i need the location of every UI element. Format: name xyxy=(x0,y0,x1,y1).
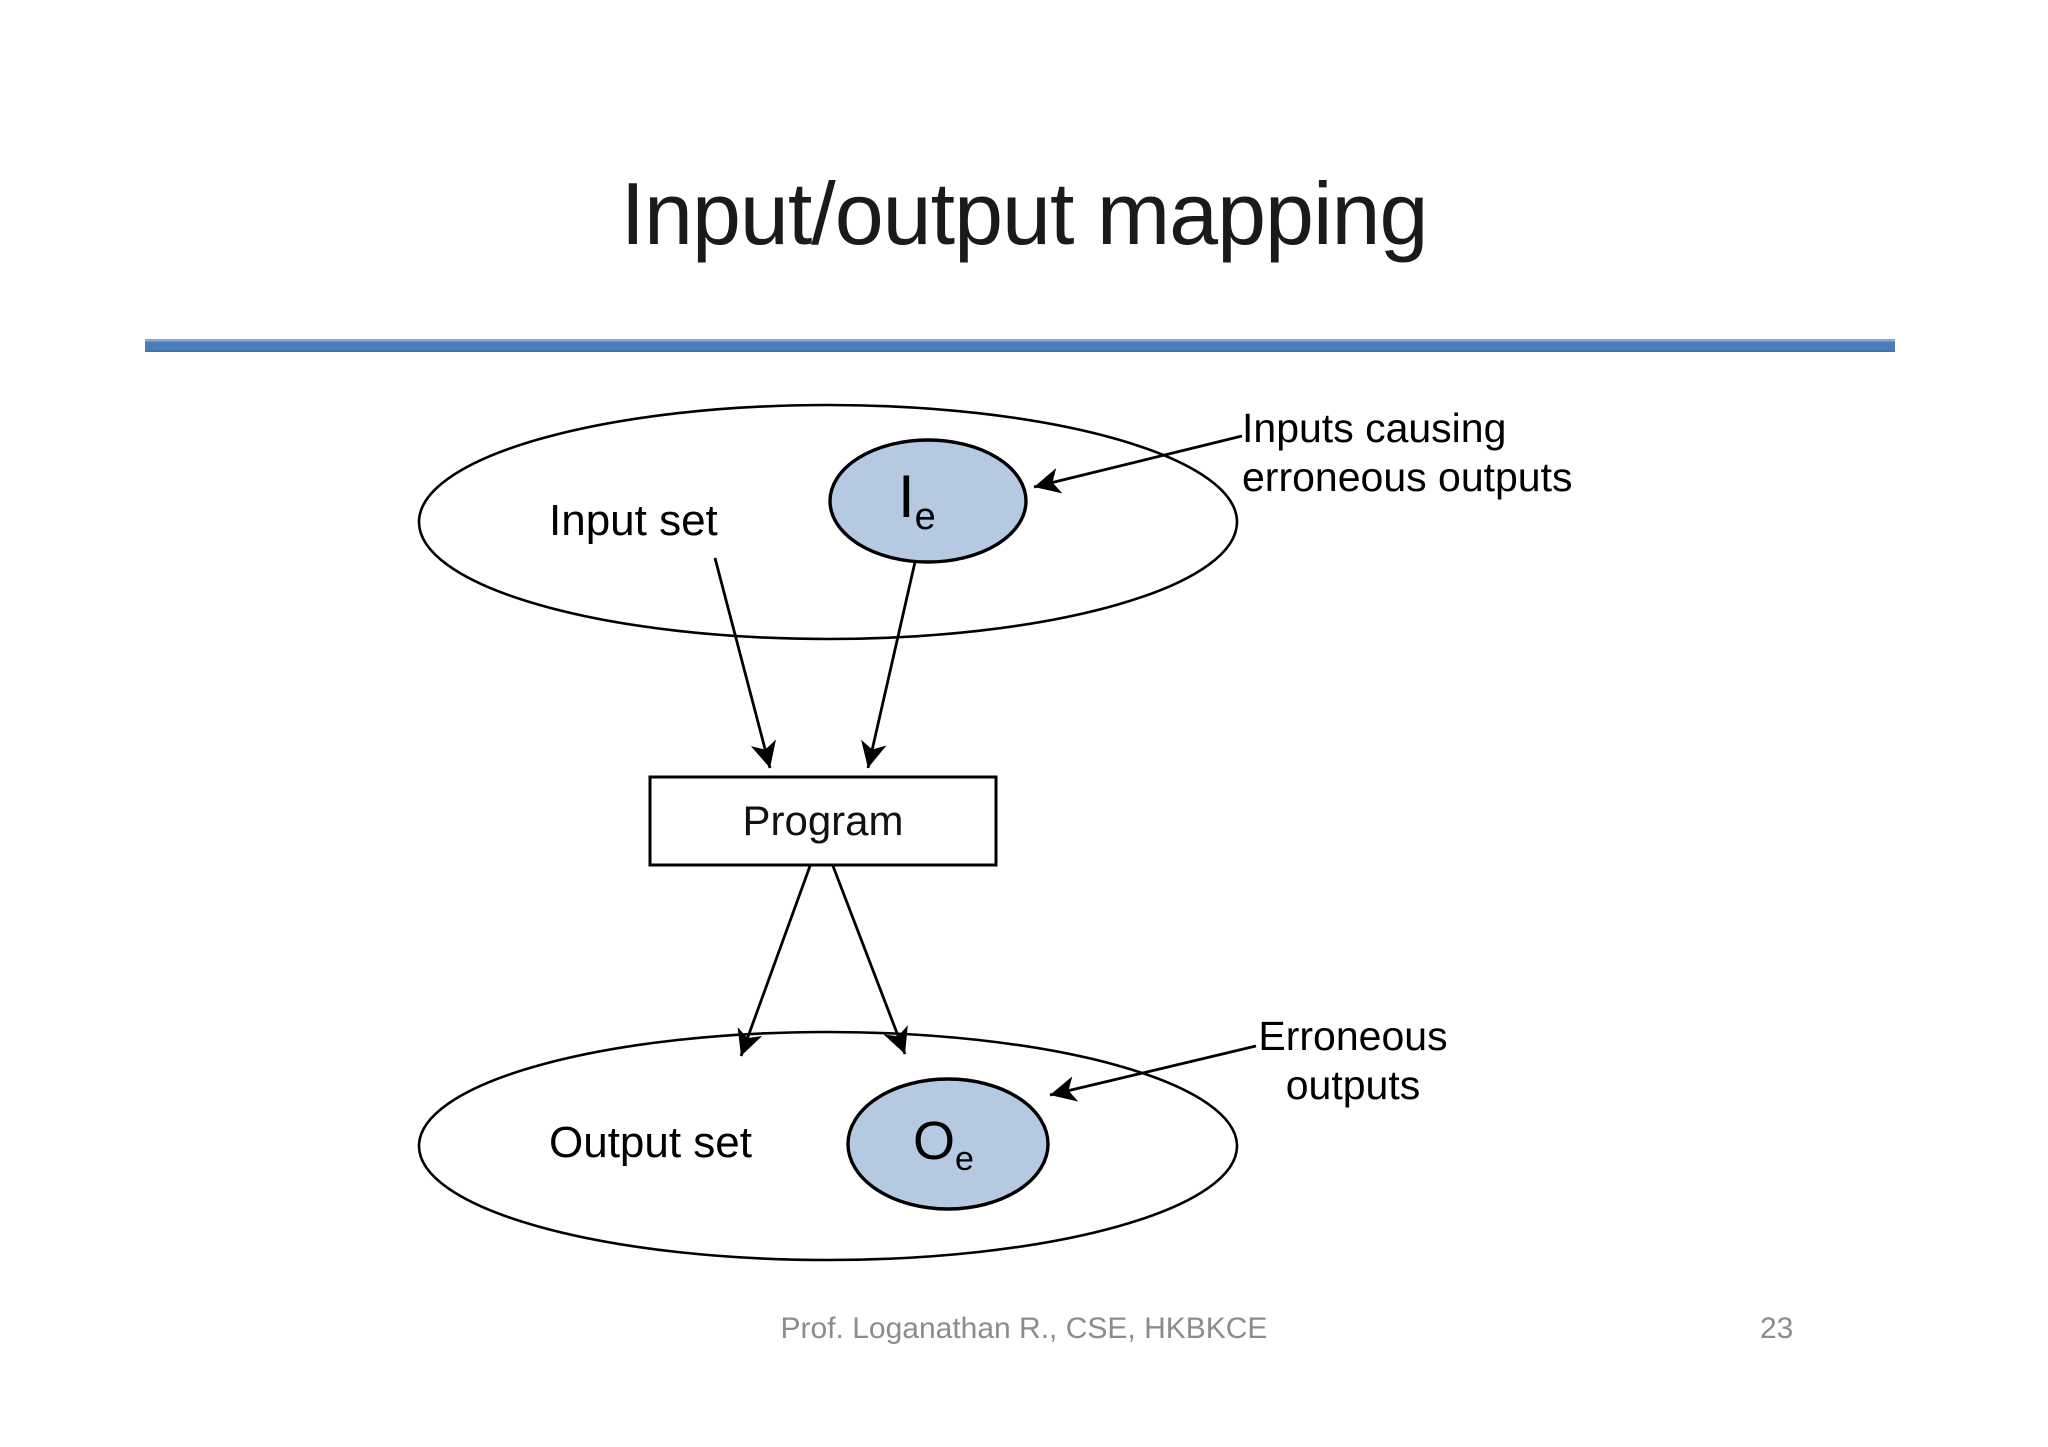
erroneous-outputs-line2: outputs xyxy=(1285,1062,1421,1108)
input-error-symbol: I xyxy=(898,463,915,530)
arrow-inputset-to-program xyxy=(713,557,776,769)
inputs-causing-line2: erroneous outputs xyxy=(1242,454,1573,500)
inputs-causing-annotation: Inputs causing erroneous outputs xyxy=(1242,404,1573,502)
program-box xyxy=(648,775,998,867)
footer-credit: Prof. Loganathan R., CSE, HKBKCE xyxy=(780,1312,1268,1345)
output-set-ellipse xyxy=(417,1030,1239,1262)
inputs-causing-line1: Inputs causing xyxy=(1242,405,1507,451)
output-error-symbol: O xyxy=(913,1111,956,1171)
erroneous-outputs-line1: Erroneous xyxy=(1258,1013,1448,1059)
output-error-subset-label: Oe xyxy=(913,1110,974,1178)
input-error-subscript: e xyxy=(914,496,936,538)
arrow-annotation-to-oe xyxy=(1049,1044,1257,1102)
arrow-ie-to-program xyxy=(861,561,917,769)
output-error-subset-ellipse xyxy=(846,1077,1050,1211)
program-label: Program xyxy=(742,797,904,844)
slide-title: Input/output mapping xyxy=(620,164,1429,263)
input-error-subset-label: Ie xyxy=(898,462,936,538)
output-set-label: Output set xyxy=(549,1118,753,1167)
output-error-subscript: e xyxy=(955,1140,974,1178)
arrow-annotation-to-ie xyxy=(1033,434,1243,494)
page-number: 23 xyxy=(1760,1312,1794,1345)
arrow-program-to-oe xyxy=(831,865,908,1055)
input-error-subset-ellipse xyxy=(828,438,1028,564)
title-underline-rule xyxy=(145,339,1895,352)
input-set-ellipse xyxy=(417,403,1239,641)
input-set-label: Input set xyxy=(549,496,718,545)
erroneous-outputs-annotation: Erroneous outputs xyxy=(1238,1012,1468,1110)
arrow-program-to-outputset xyxy=(737,865,812,1057)
